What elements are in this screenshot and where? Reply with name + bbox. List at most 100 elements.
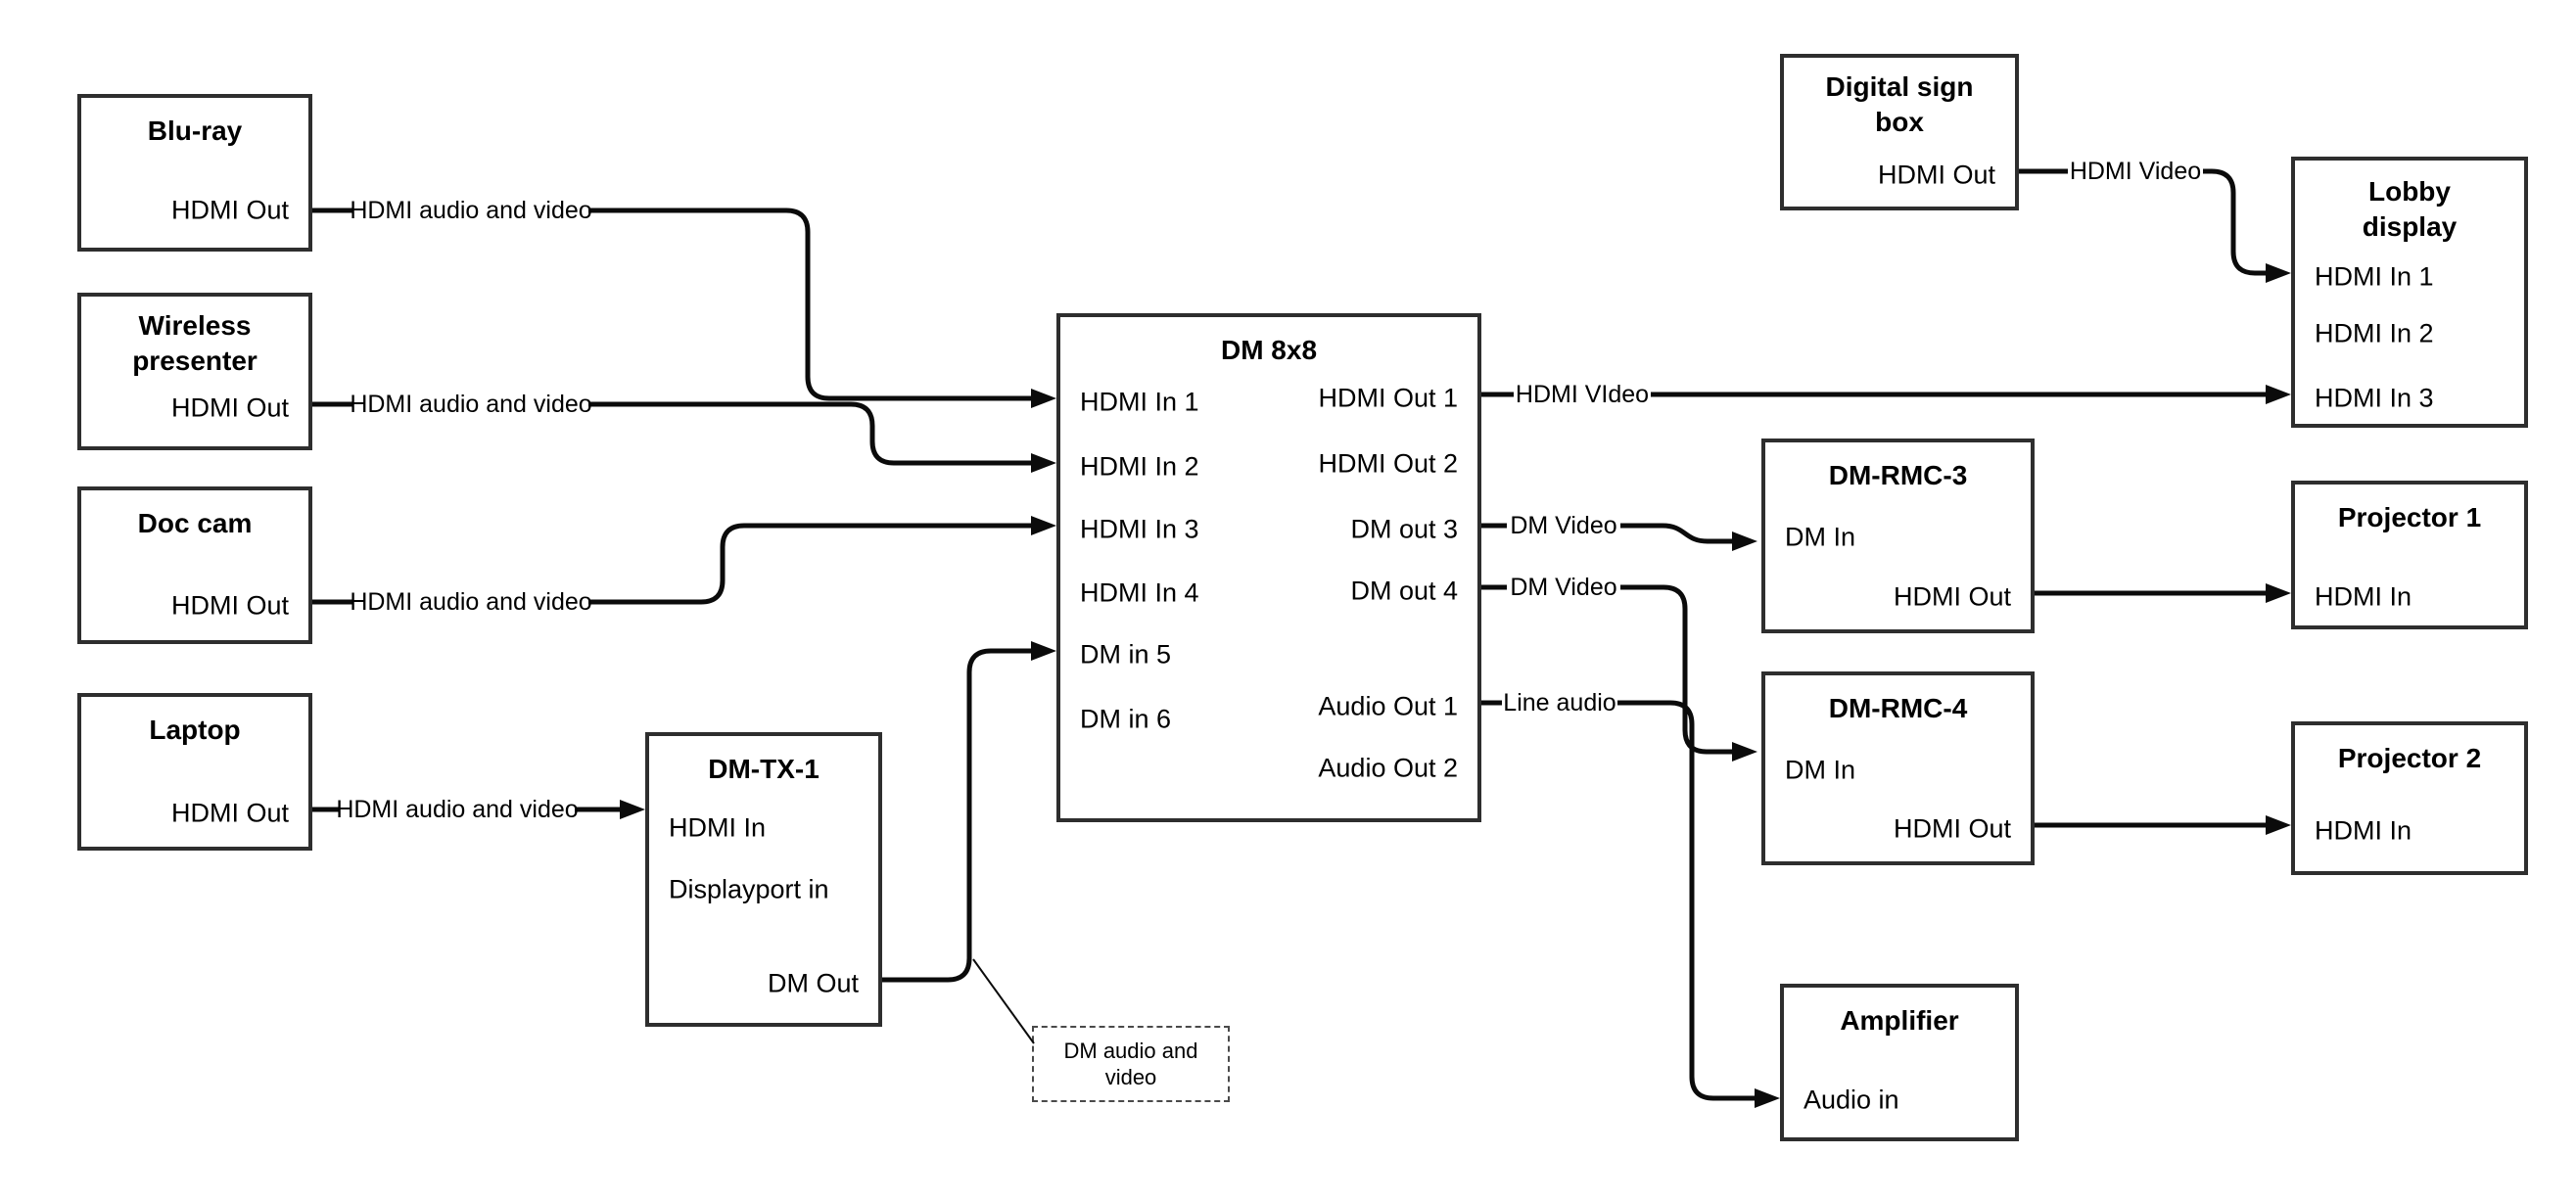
arrowhead-dm-in-5	[1031, 641, 1056, 661]
wire-label-text: HDMI audio and video	[350, 197, 591, 224]
device-dm-rmc-4: DM-RMC-4 DM In HDMI Out	[1761, 671, 2035, 865]
device-amplifier: Amplifier Audio in	[1780, 984, 2019, 1141]
device-digital-sign-box: Digital sign box HDMI Out	[1780, 54, 2019, 210]
port-hdmi-in: HDMI In	[2315, 815, 2412, 846]
device-lobby-display: Lobby display HDMI In 1 HDMI In 2 HDMI I…	[2291, 157, 2528, 428]
port-audio-out-2: Audio Out 2	[1318, 753, 1458, 783]
port-hdmi-in-2: HDMI In 2	[1080, 451, 1199, 482]
device-title: Lobby display	[2362, 176, 2458, 242]
port-hdmi-out: HDMI Out	[170, 393, 289, 423]
device-projector-2: Projector 2 HDMI In	[2291, 721, 2528, 875]
connector-dmtx1-to-dm8x8	[882, 648, 1032, 983]
device-dm-8x8: DM 8x8 HDMI In 1 HDMI In 2 HDMI In 3 HDM…	[1056, 313, 1481, 822]
connector-dm8x8-to-dmrmc4	[1481, 584, 1733, 755]
port-hdmi-in-2: HDMI In 2	[2315, 318, 2434, 348]
wire-label-dm-video-out3: DM Video	[1507, 511, 1620, 540]
port-hdmi-out: HDMI Out	[170, 590, 289, 621]
arrowhead-hdmi-in-3	[1031, 516, 1056, 535]
arrowhead-amplifier-audio-in	[1755, 1088, 1780, 1108]
device-title: DM-RMC-3	[1828, 460, 1968, 490]
connector-dm8x8-to-dmrmc3	[1481, 523, 1733, 544]
port-hdmi-out: HDMI Out	[170, 798, 289, 828]
device-title: Projector 1	[2337, 502, 2482, 532]
wire-label-bg	[1502, 688, 1617, 717]
port-dm-in: DM In	[1785, 755, 1856, 785]
annotation-callout-line	[972, 958, 1035, 1044]
port-dm-out-4: DM out 4	[1350, 576, 1458, 606]
device-dm-rmc-3: DM-RMC-3 DM In HDMI Out	[1761, 439, 2035, 633]
wire-label-bg	[340, 795, 575, 824]
wire-label-laptop: HDMI audio and video	[336, 795, 579, 824]
wire-label-hdmi-video-signbox: HDMI Video	[2068, 157, 2203, 186]
port-hdmi-in-4: HDMI In 4	[1080, 577, 1199, 608]
wire-label-bg	[2068, 157, 2203, 186]
wire-label-bg	[1507, 511, 1620, 540]
device-dm-tx-1: DM-TX-1 HDMI In Displayport in DM Out	[645, 732, 882, 1027]
device-title: Amplifier	[1840, 1005, 1959, 1036]
port-hdmi-out: HDMI Out	[170, 195, 289, 225]
arrowhead-projector2-hdmi-in	[2266, 815, 2291, 835]
arrowhead-lobby-hdmi-in-1	[2266, 263, 2291, 283]
device-blu-ray: Blu-ray HDMI Out	[77, 94, 312, 252]
device-laptop: Laptop HDMI Out	[77, 693, 312, 851]
wire-label-bg	[1514, 380, 1651, 409]
port-dm-in: DM In	[1785, 522, 1856, 552]
wire-label-wireless: HDMI audio and video	[350, 390, 592, 419]
device-title: Wireless presenter	[132, 310, 258, 376]
device-title: Digital sign box	[1825, 71, 1974, 137]
port-hdmi-in-3: HDMI In 3	[1080, 514, 1199, 544]
wire-label-hdmi-video-out1: HDMI VIdeo	[1514, 380, 1651, 409]
port-hdmi-in: HDMI In	[2315, 581, 2412, 612]
port-hdmi-in-1: HDMI In 1	[2315, 261, 2434, 292]
wire-label-dm-video-out4: DM Video	[1507, 573, 1620, 602]
annotation-dm-audio-and-video: DM audio and video	[1032, 1026, 1230, 1102]
port-audio-in: Audio in	[1803, 1085, 1899, 1115]
device-title: DM-RMC-4	[1828, 693, 1968, 723]
wire-label-bg	[353, 390, 588, 419]
connector-doccam-to-dm8x8	[312, 523, 1032, 605]
port-hdmi-out-1: HDMI Out 1	[1318, 383, 1458, 413]
device-projector-1: Projector 1 HDMI In	[2291, 481, 2528, 629]
wire-label-line-audio: Line audio	[1502, 688, 1617, 717]
port-hdmi-in-1: HDMI In 1	[1080, 387, 1199, 417]
device-wireless-presenter: Wireless presenter HDMI Out	[77, 293, 312, 450]
device-title: Doc cam	[137, 508, 253, 538]
wire-label-bg	[1507, 573, 1620, 602]
port-hdmi-out-2: HDMI Out 2	[1318, 448, 1458, 479]
arrowhead-lobby-hdmi-in-3	[2266, 385, 2291, 404]
device-title: Projector 2	[2337, 743, 2482, 773]
device-title: DM-TX-1	[708, 754, 820, 784]
arrowhead-dmtx1-hdmi-in	[620, 800, 645, 819]
port-dm-in-6: DM in 6	[1080, 704, 1172, 734]
port-hdmi-out: HDMI Out	[1893, 813, 2011, 844]
wire-label-text: Line audio	[1503, 689, 1616, 716]
wire-label-bg	[353, 196, 588, 225]
wire-label-bg	[353, 587, 588, 617]
device-doc-cam: Doc cam HDMI Out	[77, 486, 312, 644]
port-dm-out-3: DM out 3	[1350, 514, 1458, 544]
port-hdmi-in-3: HDMI In 3	[2315, 383, 2434, 413]
arrowhead-projector1-hdmi-in	[2266, 583, 2291, 603]
device-title: Laptop	[149, 715, 241, 745]
wire-label-text: HDMI Video	[2070, 158, 2201, 185]
port-hdmi-in: HDMI In	[669, 812, 767, 843]
arrowhead-hdmi-in-1	[1031, 389, 1056, 408]
device-title: DM 8x8	[1220, 335, 1318, 365]
wire-label-text: HDMI audio and video	[350, 588, 591, 616]
port-dm-out: DM Out	[767, 968, 859, 998]
port-audio-out-1: Audio Out 1	[1318, 691, 1458, 721]
wire-label-text: HDMI audio and video	[350, 391, 591, 418]
wire-label-doccam: HDMI audio and video	[350, 587, 592, 617]
wire-label-text: HDMI VIdeo	[1516, 381, 1649, 408]
port-hdmi-out: HDMI Out	[1893, 581, 2011, 612]
connector-wireless-to-dm8x8	[312, 401, 1032, 466]
wire-label-text: DM Video	[1510, 512, 1616, 539]
wire-label-bluray: HDMI audio and video	[350, 196, 592, 225]
wire-label-text: DM Video	[1510, 574, 1616, 601]
connector-bluray-to-dm8x8	[312, 208, 1032, 401]
arrowhead-dmrmc3-dm-in	[1732, 531, 1757, 551]
connector-signbox-to-lobby	[2019, 168, 2267, 276]
arrowhead-dmrmc4-dm-in	[1732, 742, 1757, 762]
device-title: Blu-ray	[147, 115, 243, 146]
